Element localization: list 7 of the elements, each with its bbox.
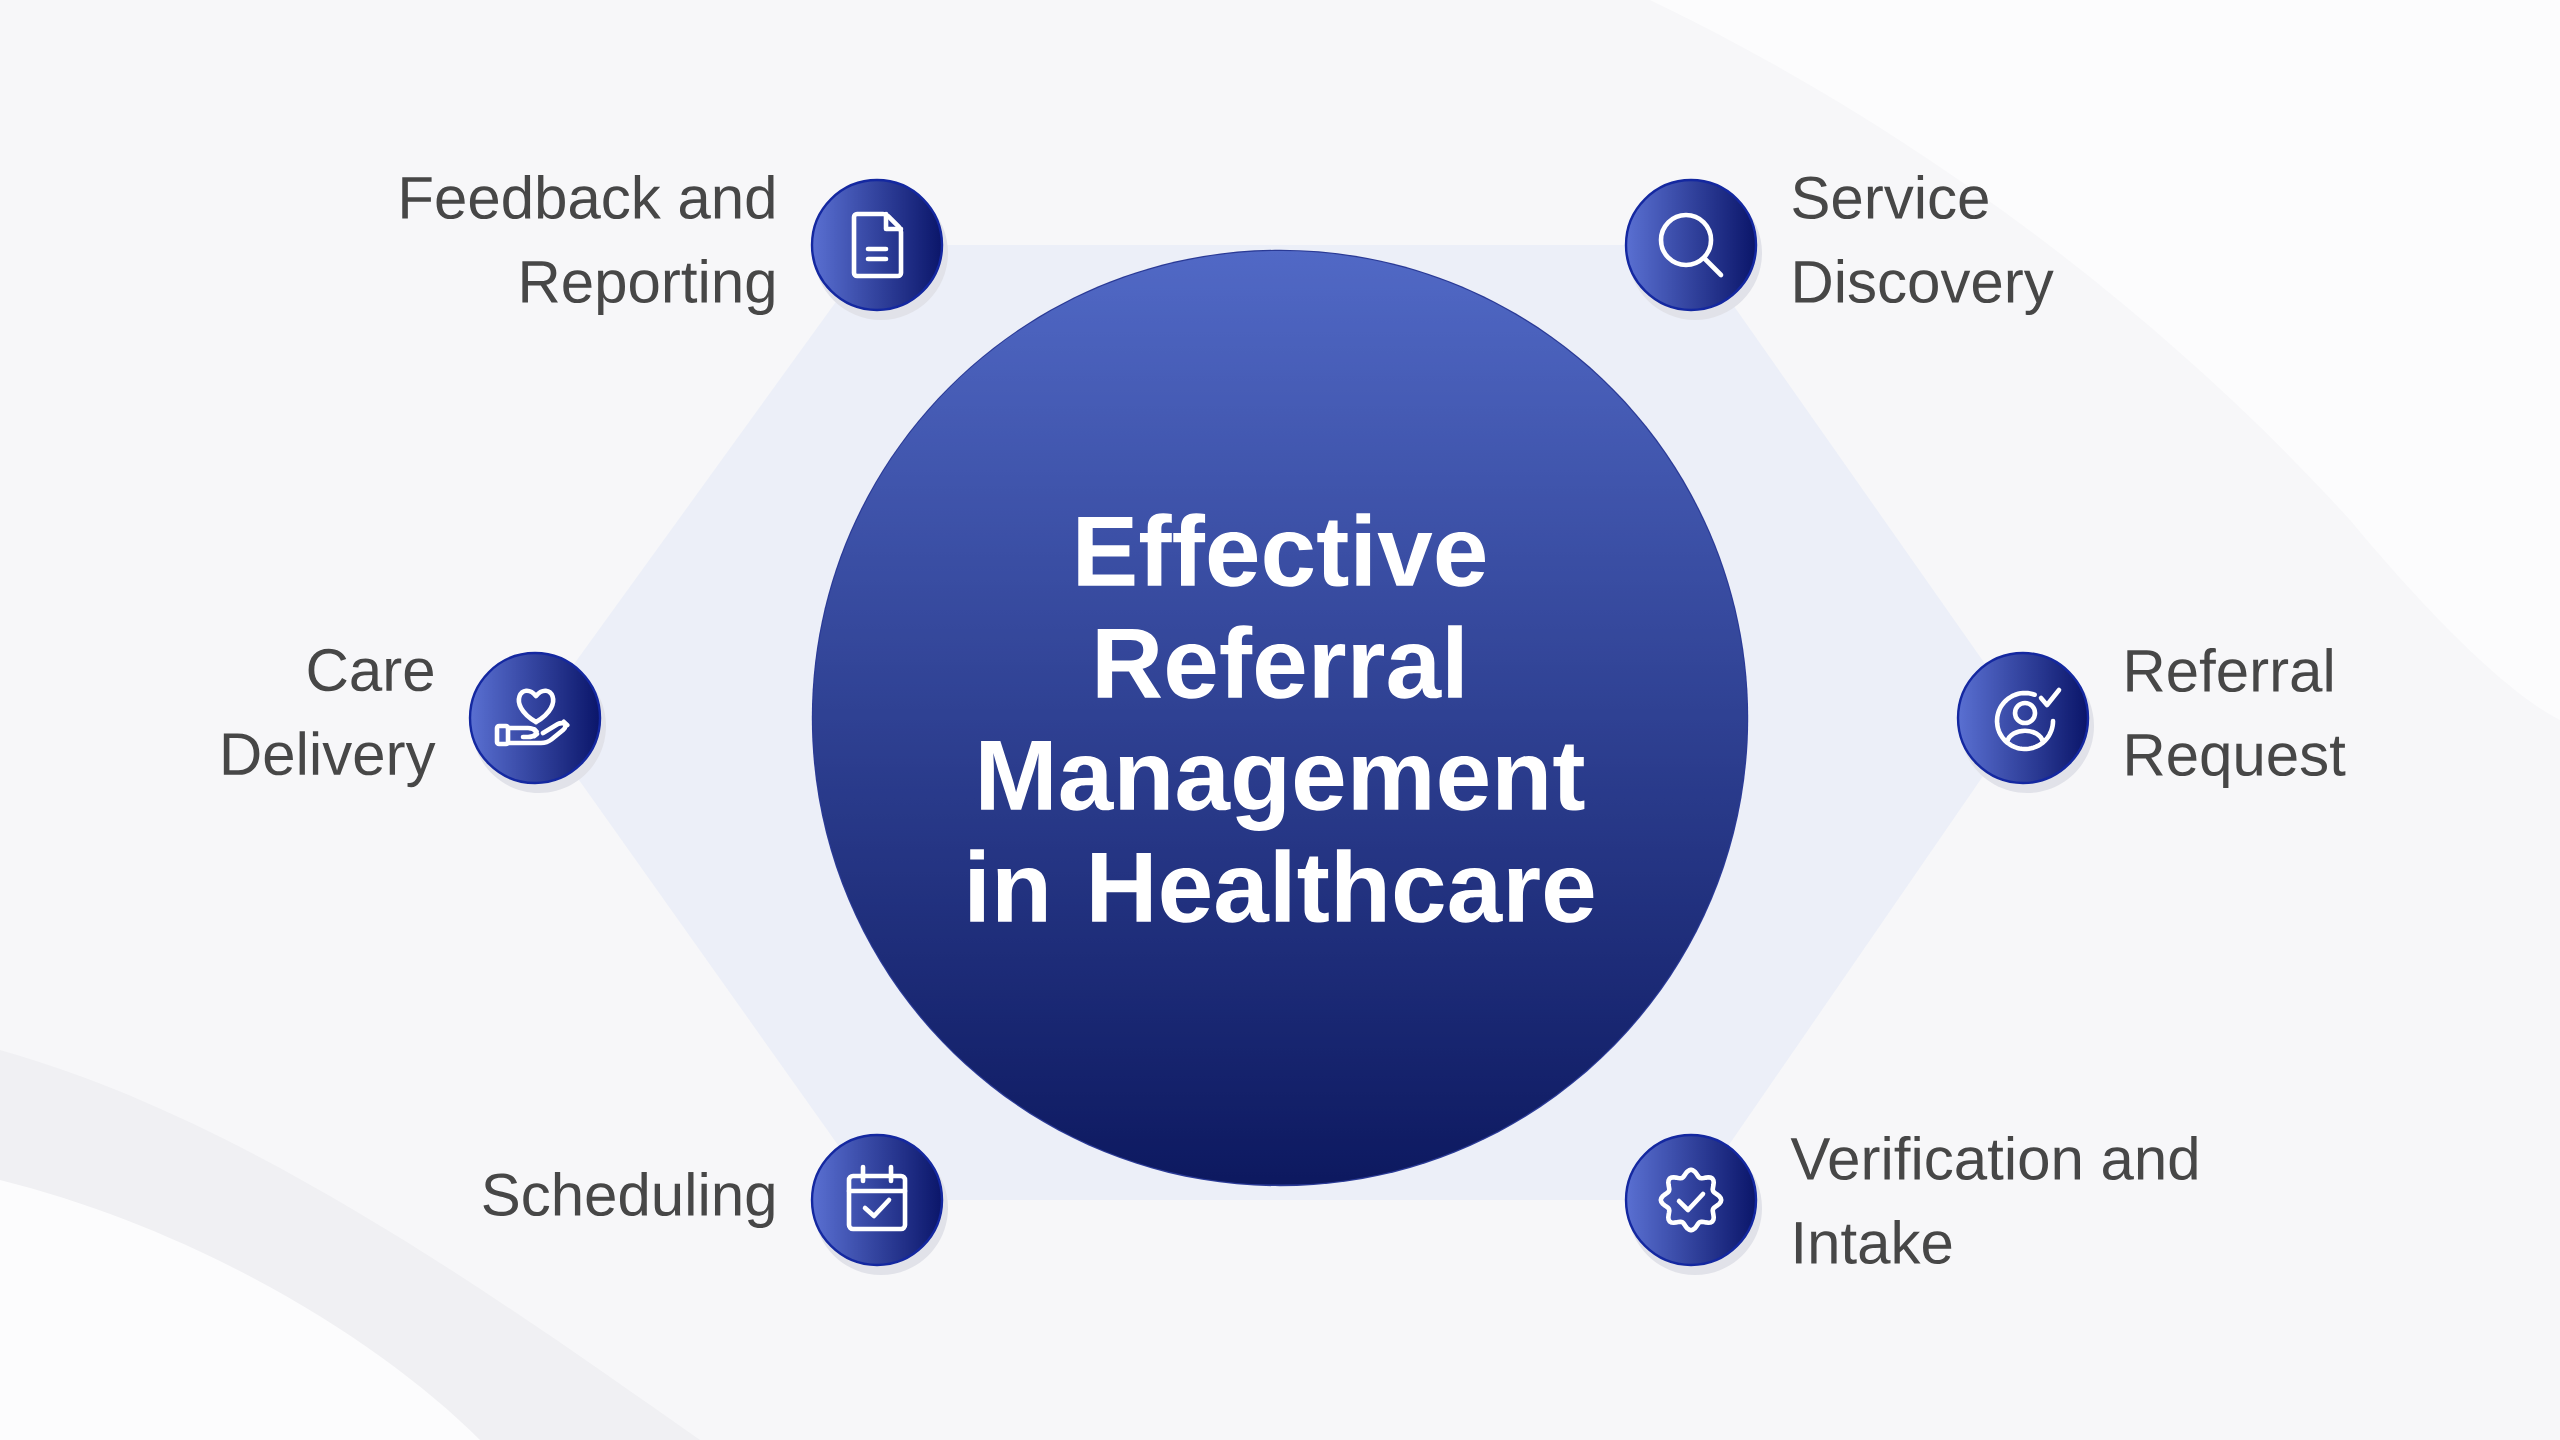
heading: Effective Referral Management in Healthcare: [970, 513, 1594, 923]
step-label: Scheduling: [483, 1172, 774, 1228]
step-label: Referral Request: [2127, 648, 2346, 788]
step-label: Care Delivery: [223, 648, 436, 788]
step-label: Feedback and Reporting: [402, 175, 774, 315]
step-label: Service Discovery: [1793, 175, 2054, 315]
step-label: Verification and Intake: [1790, 1135, 2197, 1265]
